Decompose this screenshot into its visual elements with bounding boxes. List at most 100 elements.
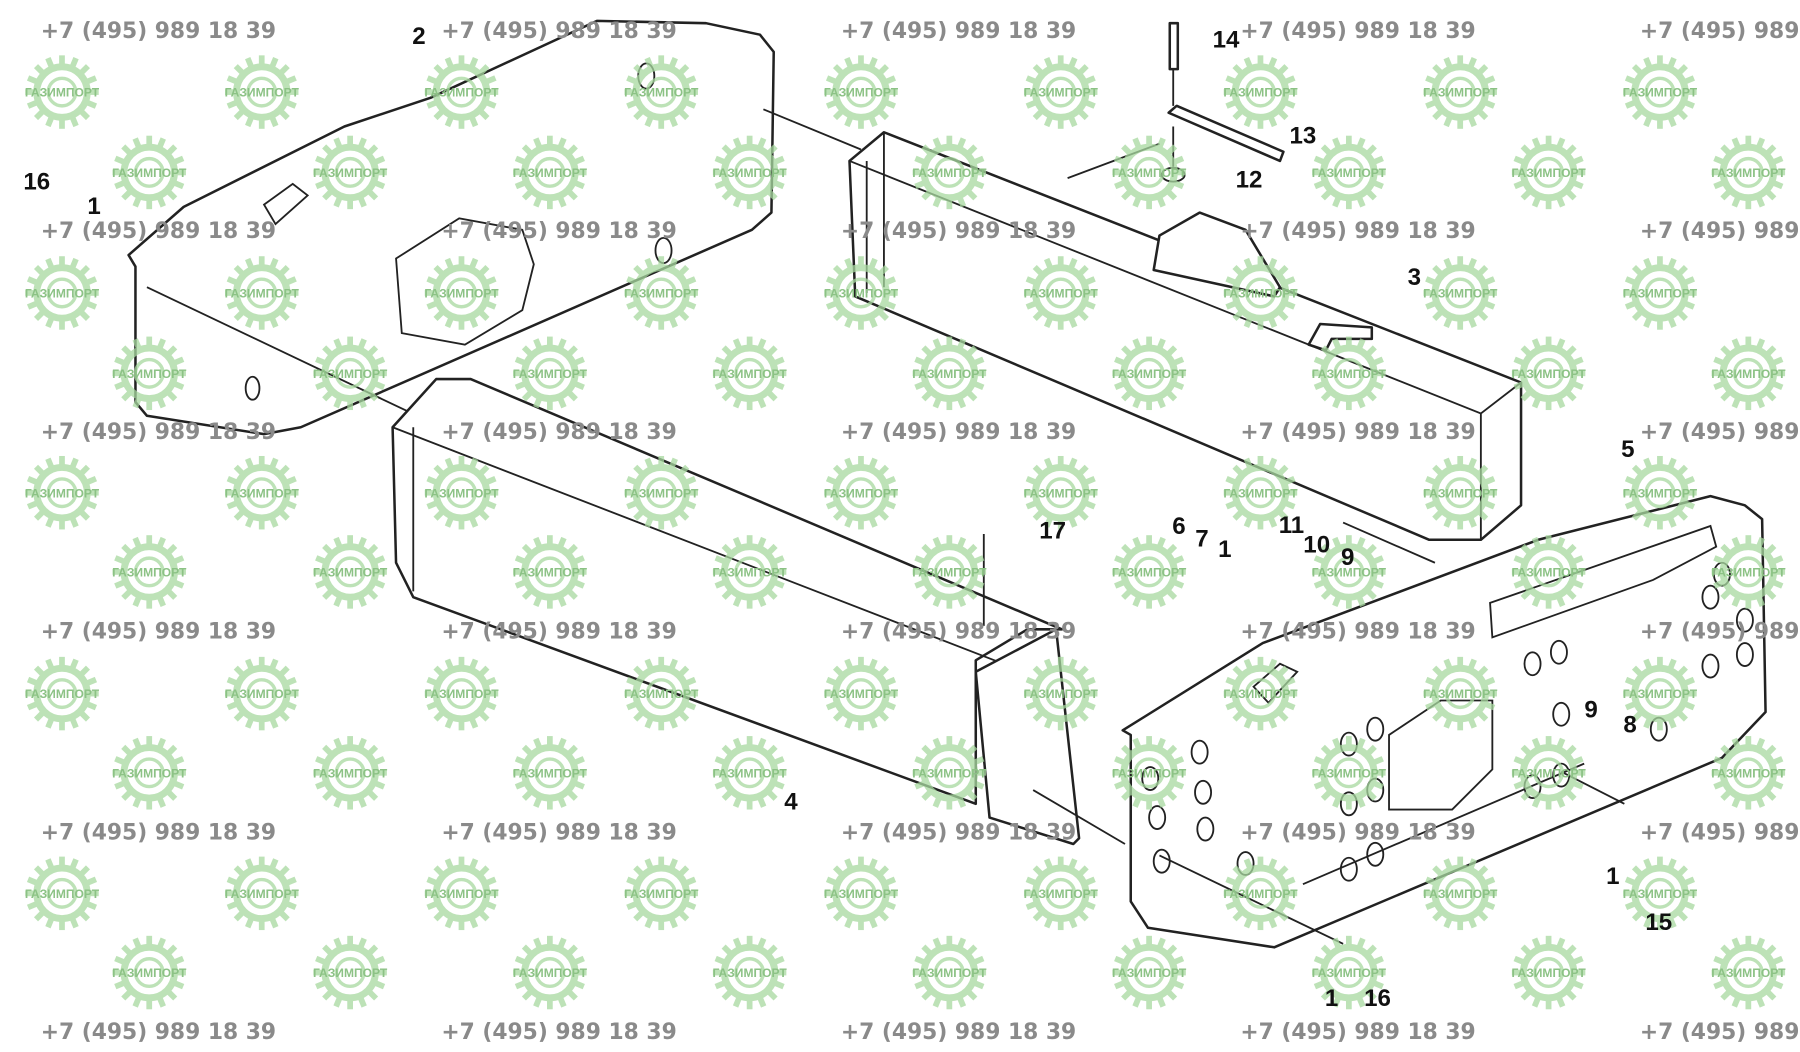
hole — [1552, 701, 1571, 727]
watermark-phone: +7 (495) 989 18 39 — [441, 19, 676, 44]
logo-text: ГАЗИМПОРТ — [1024, 287, 1099, 301]
callout-1: 1 — [1606, 863, 1619, 890]
hole — [1148, 805, 1167, 830]
part-2-slot — [262, 182, 310, 226]
logo-text: ГАЗИМПОРТ — [1423, 486, 1498, 500]
gazimport-logo: ГАЗИМПОРТ — [824, 55, 899, 129]
gazimport-logo: ГАЗИМПОРТ — [1223, 455, 1298, 530]
watermark-phone: +7 (495) 989 18 39 — [1240, 219, 1475, 244]
logo-text: ГАЗИМПОРТ — [225, 887, 300, 901]
logo-text: ГАЗИМПОРТ — [912, 166, 987, 180]
gazimport-logo: ГАЗИМПОРТ — [424, 55, 499, 129]
gazimport-logo: ГАЗИМПОРТ — [824, 256, 899, 330]
watermark-phone: +7 (495) 989 18 39 — [41, 219, 276, 244]
callout-17: 17 — [1039, 518, 1066, 545]
logo-text: ГАЗИМПОРТ — [1423, 287, 1498, 301]
gazimport-logo: ГАЗИМПОРТ — [513, 535, 588, 609]
gazimport-logo: ГАЗИМПОРТ — [424, 256, 499, 330]
logo-text: ГАЗИМПОРТ — [824, 287, 899, 301]
callout-10: 10 — [1303, 531, 1330, 558]
gazimport-logo: ГАЗИМПОРТ — [712, 935, 787, 1010]
logo-text: ГАЗИМПОРТ — [624, 887, 699, 901]
gazimport-logo: ГАЗИМПОРТ — [912, 935, 987, 1010]
watermark-phone: +7 (495) 989 18 39 — [1240, 820, 1475, 845]
gazimport-logo: ГАЗИМПОРТ — [225, 55, 300, 129]
gazimport-logo: ГАЗИМПОРТ — [1511, 336, 1586, 411]
beam-edge — [391, 378, 1040, 679]
gazimport-logo: ГАЗИМПОРТ — [1024, 55, 1099, 129]
hole — [1190, 739, 1209, 765]
watermark-layer: ГАЗИМПОРТ ГАЗИМПОРТ ГАЗИМПОРТ ГАЗИМПОРТ ГАЗИ… — [25, 19, 1800, 1045]
logo-text: ГАЗИМПОРТ — [712, 966, 787, 980]
gazimport-logo: ГАЗИМПОРТ — [1623, 455, 1698, 530]
logo-text: ГАЗИМПОРТ — [1024, 86, 1099, 100]
gazimport-logo: ГАЗИМПОРТ — [1223, 55, 1298, 129]
hole — [1196, 816, 1215, 842]
gazimport-logo: ГАЗИМПОРТ — [1112, 336, 1187, 411]
logo-text: ГАЗИМПОРТ — [424, 486, 499, 500]
gazimport-logo: ГАЗИМПОРТ — [712, 135, 787, 210]
logo-text: ГАЗИМПОРТ — [424, 687, 499, 701]
gazimport-logo: ГАЗИМПОРТ — [1623, 656, 1698, 731]
gazimport-logo: ГАЗИМПОРТ — [513, 736, 588, 810]
gazimport-logo: ГАЗИМПОРТ — [1112, 535, 1187, 609]
gazimport-logo: ГАЗИМПОРТ — [1623, 256, 1698, 330]
logo-text: ГАЗИМПОРТ — [1511, 367, 1586, 381]
logo-text: ГАЗИМПОРТ — [513, 166, 588, 180]
gazimport-logo: ГАЗИМПОРТ — [1112, 736, 1187, 810]
logo-text: ГАЗИМПОРТ — [1711, 566, 1786, 580]
logo-text: ГАЗИМПОРТ — [112, 566, 187, 580]
gazimport-logo: ГАЗИМПОРТ — [624, 256, 699, 330]
gazimport-logo: ГАЗИМПОРТ — [1711, 336, 1786, 411]
logo-text: ГАЗИМПОРТ — [1511, 966, 1586, 980]
gazimport-logo: ГАЗИМПОРТ — [313, 935, 388, 1010]
hole — [1735, 642, 1754, 667]
logo-text: ГАЗИМПОРТ — [624, 86, 699, 100]
gazimport-logo: ГАЗИМПОРТ — [225, 256, 300, 330]
logo-text: ГАЗИМПОРТ — [313, 166, 388, 180]
callout-5: 5 — [1621, 436, 1634, 463]
watermark-phone: +7 (495) 989 18 39 — [41, 820, 276, 845]
gazimport-logo: ГАЗИМПОРТ — [1312, 336, 1387, 411]
logo-text: ГАЗИМПОРТ — [25, 287, 100, 301]
logo-text: ГАЗИМПОРТ — [1112, 566, 1187, 580]
logo-text: ГАЗИМПОРТ — [1112, 367, 1187, 381]
gazimport-logo: ГАЗИМПОРТ — [112, 935, 187, 1010]
callout-16: 16 — [1364, 985, 1391, 1012]
logo-text: ГАЗИМПОРТ — [1024, 887, 1099, 901]
logo-text: ГАЗИМПОРТ — [624, 687, 699, 701]
gazimport-logo: ГАЗИМПОРТ — [513, 135, 588, 210]
logo-text: ГАЗИМПОРТ — [25, 887, 100, 901]
watermark-phone: +7 (495) 989 18 39 — [1240, 420, 1475, 445]
gazimport-logo: ГАЗИМПОРТ — [313, 736, 388, 810]
part-5-holes — [1141, 561, 1754, 882]
watermark-phone: +7 (495) 989 18 39 — [1240, 620, 1475, 645]
gazimport-logo: ГАЗИМПОРТ — [624, 856, 699, 931]
gazimport-logo: ГАЗИМПОРТ — [112, 535, 187, 609]
watermark-phone: +7 (495) 989 18 39 — [841, 820, 1076, 845]
gazimport-logo: ГАЗИМПОРТ — [824, 455, 899, 530]
watermark-phone: +7 (495) 989 18 39 — [841, 1020, 1076, 1045]
gazimport-logo: ГАЗИМПОРТ — [1511, 736, 1586, 810]
diagram-parts — [127, 19, 1767, 949]
logo-text: ГАЗИМПОРТ — [1223, 687, 1298, 701]
logo-text: ГАЗИМПОРТ — [225, 687, 300, 701]
logo-text: ГАЗИМПОРТ — [1711, 966, 1786, 980]
hole — [1366, 841, 1385, 867]
callout-13: 13 — [1290, 123, 1317, 150]
logo-text: ГАЗИМПОРТ — [25, 486, 100, 500]
logo-text: ГАЗИМПОРТ — [912, 966, 987, 980]
callout-1: 1 — [87, 193, 100, 220]
callout-9: 9 — [1341, 544, 1354, 571]
gazimport-logo: ГАЗИМПОРТ — [225, 856, 300, 931]
watermark-phone: +7 (495) 989 18 39 — [1640, 19, 1800, 44]
gazimport-logo: ГАЗИМПОРТ — [313, 535, 388, 609]
logo-text: ГАЗИМПОРТ — [1312, 566, 1387, 580]
logo-text: ГАЗИМПОРТ — [912, 766, 987, 780]
gazimport-logo: ГАЗИМПОРТ — [712, 736, 787, 810]
watermark-phone: +7 (495) 989 18 39 — [1240, 1020, 1475, 1045]
logo-text: ГАЗИМПОРТ — [112, 367, 187, 381]
gazimport-logo: ГАЗИМПОРТ — [1423, 256, 1498, 330]
logo-text: ГАЗИМПОРТ — [513, 566, 588, 580]
